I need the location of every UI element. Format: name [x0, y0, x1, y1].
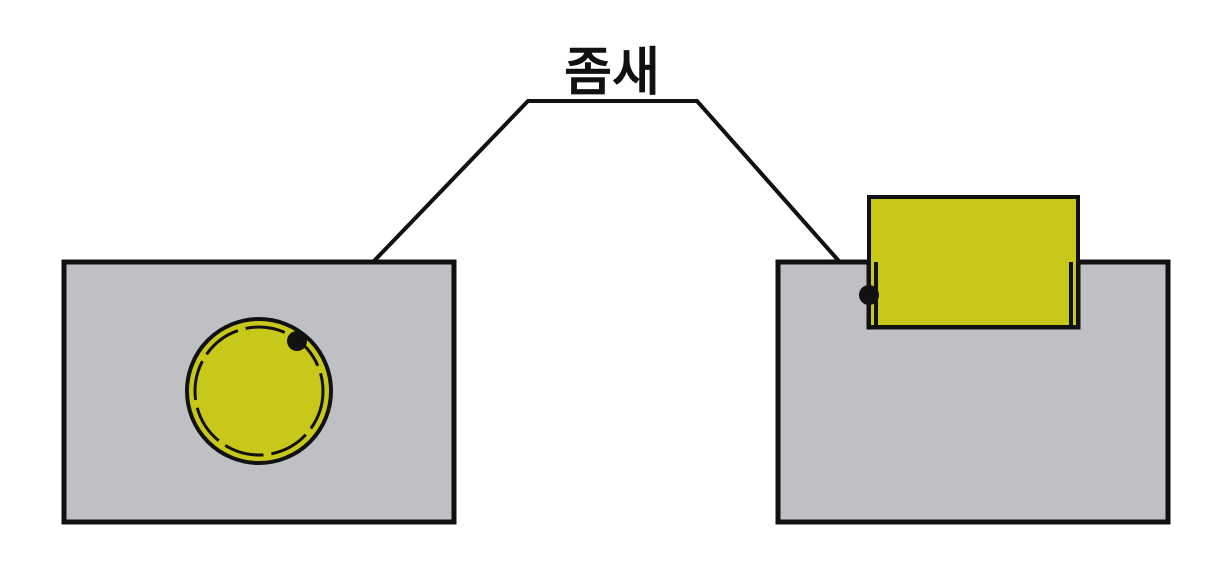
- left-block-group: [61, 259, 457, 525]
- right-callout-dot: [859, 285, 879, 305]
- left-insert-dashed-seam: [193, 325, 325, 457]
- left-round-insert: [185, 317, 333, 465]
- callout-label: 좀새: [564, 43, 660, 103]
- left-callout-dot: [287, 331, 307, 351]
- callout-leader-line: [295, 99, 871, 343]
- right-rect-insert: [867, 195, 1080, 329]
- right-block-group: [775, 195, 1171, 525]
